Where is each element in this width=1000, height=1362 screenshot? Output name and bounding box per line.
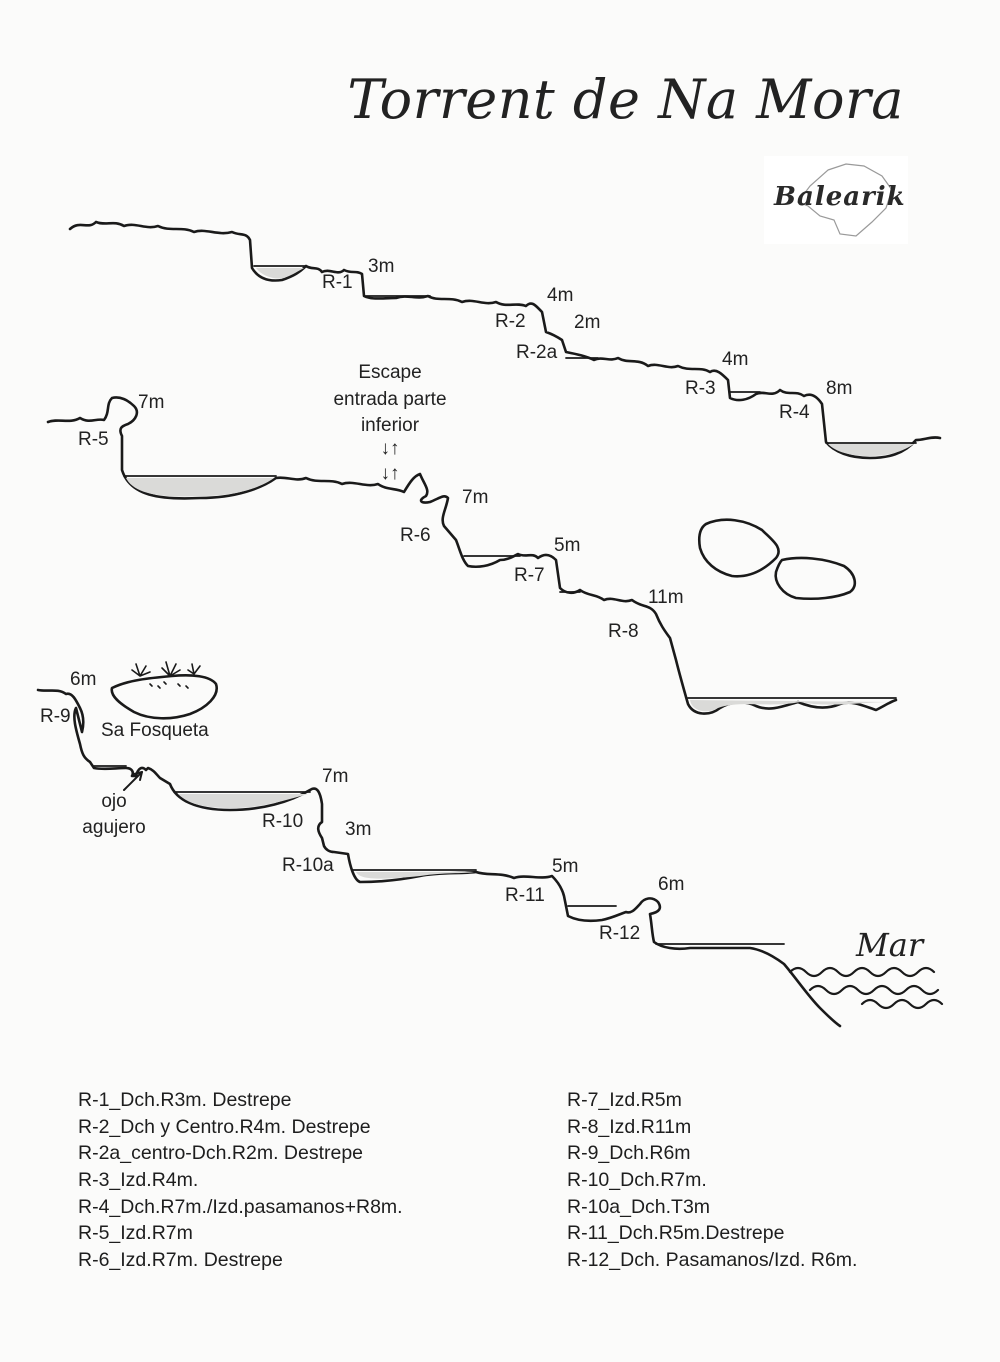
rappel-label-r9: R-9 <box>40 706 71 727</box>
rappel-label-r5: R-5 <box>78 429 109 450</box>
rappel-height-r9: 6m <box>70 669 97 690</box>
canyon-profile-section-2 <box>46 396 898 715</box>
ojo-label: ojo <box>101 791 127 812</box>
sea-label: Mar <box>856 926 924 964</box>
sa-fosqueta-label: Sa Fosqueta <box>101 720 209 741</box>
legend-item: R-7_Izd.R5m <box>567 1089 682 1111</box>
legend-item: R-2a_centro-Dch.R2m. Destrepe <box>78 1142 364 1165</box>
canyon-profile-section-3 <box>36 688 842 1028</box>
rappel-height-r10a: 3m <box>345 819 372 840</box>
rappel-height-r7: 5m <box>554 535 581 556</box>
rappel-label-r10: R-10 <box>262 811 304 832</box>
legend-item: R-5_Izd.R7m <box>78 1222 193 1245</box>
escape-label-line-2: entrada parte <box>333 389 447 410</box>
legend-item: R-1_Dch.R3m. Destrepe <box>78 1089 292 1111</box>
rappel-label-r2: R-2 <box>495 311 526 332</box>
legend-item: R-4_Dch.R7m./Izd.pasamanos+R8m. <box>78 1195 403 1218</box>
legend-item: R-10a_Dch.T3m <box>567 1195 711 1218</box>
rappel-label-r10a: R-10a <box>282 855 334 876</box>
vegetation-icon <box>131 661 201 689</box>
rappel-height-r3: 4m <box>722 349 749 370</box>
logo-text: Balearik <box>774 182 906 212</box>
rappel-height-r5: 7m <box>138 392 165 413</box>
rappel-height-r1: 3m <box>368 256 395 277</box>
rappel-height-r8: 11m <box>648 587 684 608</box>
legend-item: R-8_Izd.R11m <box>567 1115 692 1138</box>
rappel-height-r2a: 2m <box>574 312 601 333</box>
balearik-logo: Balearik <box>764 156 908 244</box>
diagram-title: Torrent de Na Mora <box>347 68 904 131</box>
rappel-label-r2a: R-2a <box>516 342 558 363</box>
mallorca-island-icon <box>797 163 893 237</box>
agujero-label: agujero <box>82 817 146 838</box>
rappel-label-r7: R-7 <box>514 565 545 586</box>
rappel-label-r4: R-4 <box>779 402 810 423</box>
legend-item: R-2_Dch y Centro.R4m. Destrepe <box>78 1115 371 1138</box>
legend-item: R-6_Izd.R7m. Destrepe <box>78 1249 283 1272</box>
escape-arrow-icon-2: ↓↑ <box>380 463 400 484</box>
boulder-1 <box>697 518 780 578</box>
rappel-height-r11: 5m <box>552 856 579 877</box>
rappel-height-r2: 4m <box>547 285 574 306</box>
rappel-label-r1: R-1 <box>322 272 353 293</box>
rappel-height-r10: 7m <box>322 766 349 787</box>
legend-left-column: R-1_Dch.R3m. Destrepe R-2_Dch y Centro.R… <box>78 1087 403 1274</box>
rappel-label-r6: R-6 <box>400 525 431 546</box>
rappel-height-r6: 7m <box>462 487 489 508</box>
ojo-agujero-arrow-icon <box>123 771 143 791</box>
boulder-2 <box>774 556 857 601</box>
legend-item: R-3_Izd.R4m. <box>78 1169 199 1192</box>
legend-item: R-10_Dch.R7m. <box>567 1169 707 1192</box>
legend-item: R-9_Dch.R6m <box>567 1142 691 1165</box>
canyon-profile-section-1 <box>68 220 942 460</box>
rappel-label-r8: R-8 <box>608 621 639 642</box>
escape-arrow-icon-1: ↓↑ <box>380 438 400 459</box>
legend-item: R-11_Dch.R5m.Destrepe <box>567 1222 785 1245</box>
rappel-height-r4: 8m <box>826 378 853 399</box>
escape-label-line-1: Escape <box>358 362 422 383</box>
rappel-height-r12: 6m <box>658 874 685 895</box>
rappel-label-r3: R-3 <box>685 378 716 399</box>
sa-fosqueta-rock <box>110 673 218 720</box>
legend-right-column: R-7_Izd.R5m R-8_Izd.R11m R-9_Dch.R6m R-1… <box>567 1087 857 1274</box>
rappel-label-r12: R-12 <box>599 923 641 944</box>
rappel-label-r11: R-11 <box>505 885 545 906</box>
legend-item: R-12_Dch. Pasamanos/Izd. R6m. <box>567 1249 858 1272</box>
escape-label-line-3: inferior <box>360 415 420 436</box>
sea-waves-icon <box>788 966 944 1010</box>
